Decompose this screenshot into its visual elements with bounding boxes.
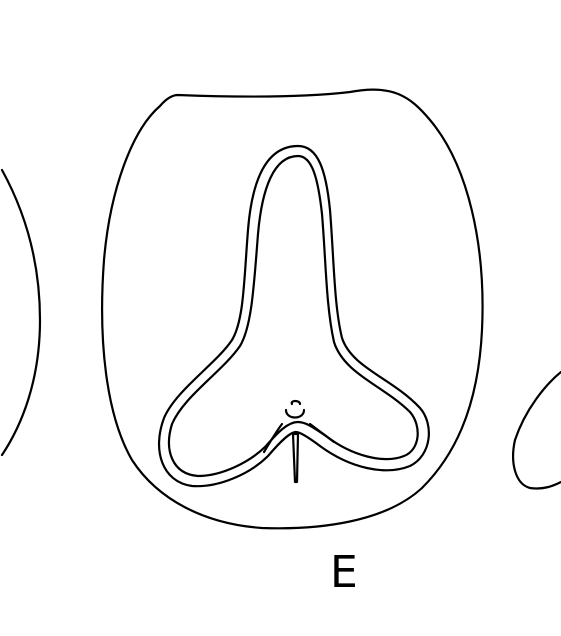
cavity-outer-wall [157, 144, 430, 488]
right-notch-line [308, 422, 336, 444]
central-slit [291, 432, 300, 484]
right-partial-outline [512, 370, 561, 490]
left-notch-line [262, 422, 284, 454]
cavity-inner-wall [167, 154, 419, 478]
left-partial-outline [0, 168, 42, 457]
central-hook [284, 399, 306, 419]
panel-label: E [330, 547, 358, 598]
outer-body-outline [101, 88, 484, 530]
